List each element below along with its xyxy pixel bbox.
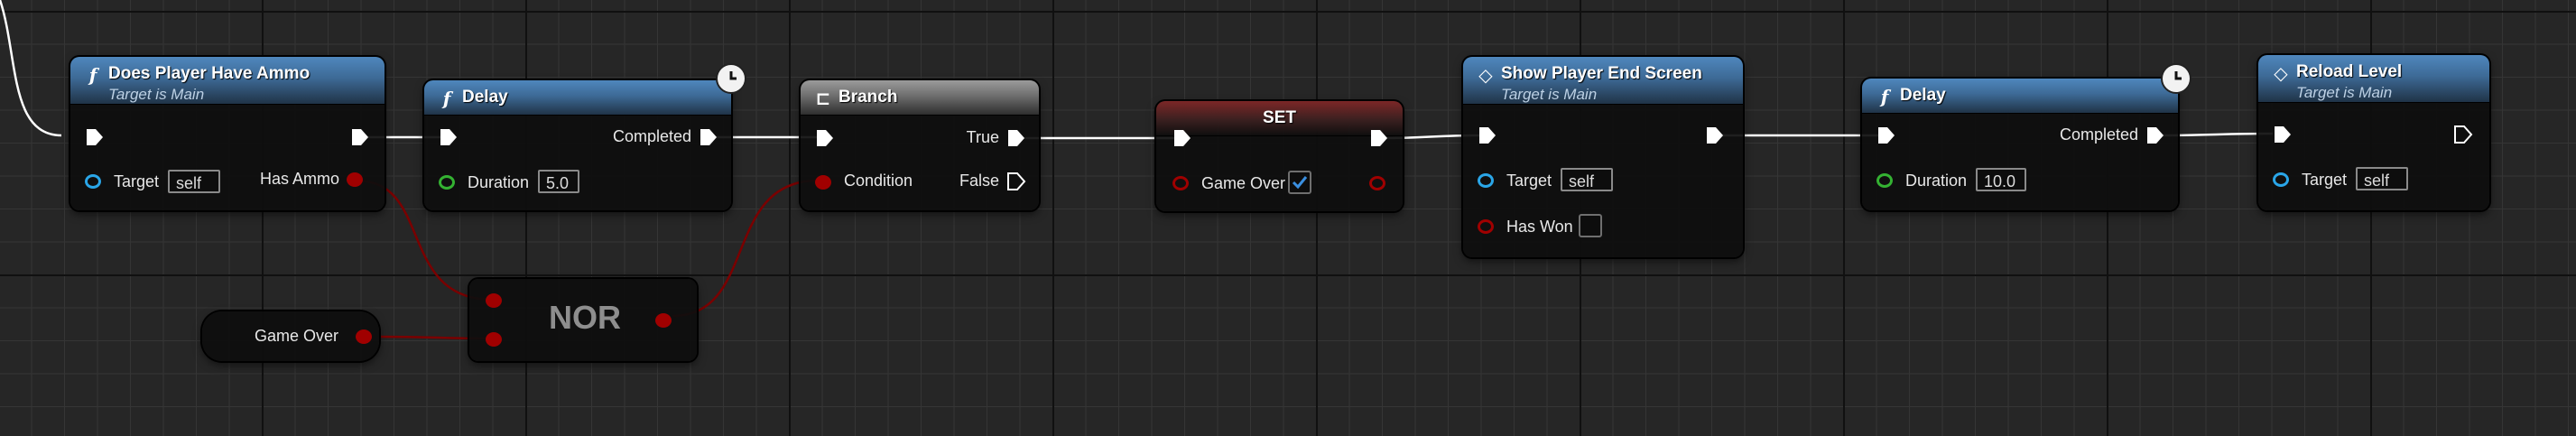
node-subtitle: Target is Main: [108, 86, 205, 103]
node-header: SET: [1156, 101, 1403, 136]
node-title: Reload Level: [2296, 62, 2403, 81]
node-set-game-over[interactable]: SET Game Over: [1156, 101, 1403, 211]
node-title: Delay: [1900, 86, 1946, 105]
completed-label: Completed: [2059, 125, 2138, 144]
exec-input-pin[interactable]: [1876, 125, 1896, 145]
exec-output-pin[interactable]: [1369, 128, 1389, 148]
node-subtitle: Target is Main: [1501, 86, 1598, 103]
target-pin[interactable]: [85, 174, 101, 189]
duration-pin[interactable]: [1876, 173, 1893, 188]
game-over-label: Game Over: [1201, 174, 1286, 192]
node-header: ◇ Reload Level Target is Main: [2258, 55, 2489, 103]
node-branch[interactable]: ⊏ Branch True Condition False: [801, 80, 1039, 210]
condition-label: Condition: [844, 172, 913, 190]
exec-input-pin[interactable]: [815, 128, 835, 148]
node-header: ◇ Show Player End Screen Target is Main: [1463, 57, 1743, 105]
node-title: Delay: [462, 88, 508, 107]
exec-input-pin[interactable]: [1172, 128, 1192, 148]
target-pin[interactable]: [2273, 172, 2289, 187]
node-subtitle: Target is Main: [2296, 84, 2393, 101]
target-field[interactable]: self: [168, 170, 220, 193]
duration-pin[interactable]: [439, 175, 455, 190]
condition-pin[interactable]: [815, 175, 831, 190]
game-over-output-pin[interactable]: [1369, 176, 1385, 190]
exec-false-pin[interactable]: [1006, 172, 1026, 191]
game-over-checkbox[interactable]: [1288, 171, 1311, 194]
node-header: f Does Player Have Ammo Target is Main: [70, 57, 385, 105]
has-won-checkbox[interactable]: [1579, 214, 1602, 237]
exec-input-pin[interactable]: [2273, 125, 2293, 144]
function-icon: f: [442, 88, 451, 109]
exec-completed-pin[interactable]: [699, 127, 718, 147]
node-reload-level[interactable]: ◇ Reload Level Target is Main Target sel…: [2258, 55, 2489, 210]
duration-label: Duration: [468, 173, 530, 191]
nor-title: NOR: [549, 299, 621, 336]
node-title: Show Player End Screen: [1501, 64, 1702, 83]
exec-completed-pin[interactable]: [2145, 125, 2165, 145]
nor-input-a-pin[interactable]: [486, 293, 502, 308]
event-icon: ◇: [1478, 64, 1493, 86]
target-field[interactable]: self: [2356, 167, 2408, 190]
game-over-input-pin[interactable]: [1172, 176, 1189, 190]
target-label: Target: [114, 172, 160, 190]
exec-input-pin[interactable]: [85, 127, 105, 147]
nor-input-b-pin[interactable]: [486, 332, 502, 347]
true-label: True: [966, 128, 999, 146]
node-show-player-end-screen[interactable]: ◇ Show Player End Screen Target is Main …: [1463, 57, 1743, 257]
has-ammo-output-pin[interactable]: [347, 172, 363, 187]
exec-output-pin[interactable]: [350, 127, 370, 147]
exec-wire-incoming: [0, 0, 62, 137]
target-label: Target: [2302, 171, 2348, 189]
function-icon: f: [1880, 86, 1889, 107]
duration-label: Duration: [1905, 172, 1968, 190]
event-icon: ◇: [2274, 62, 2288, 84]
node-does-player-have-ammo[interactable]: f Does Player Have Ammo Target is Main T…: [70, 57, 385, 210]
has-won-label: Has Won: [1506, 218, 1573, 236]
duration-field[interactable]: 5.0: [538, 170, 579, 193]
exec-output-pin[interactable]: [2453, 125, 2473, 144]
node-header: ⊏ Branch: [801, 80, 1039, 116]
node-title: Does Player Have Ammo: [108, 64, 310, 83]
has-won-pin[interactable]: [1478, 219, 1494, 234]
completed-label: Completed: [612, 127, 691, 145]
node-header: f Delay: [424, 80, 731, 116]
game-over-getter-output-pin[interactable]: [356, 329, 372, 344]
function-icon: f: [88, 64, 97, 86]
exec-input-pin[interactable]: [439, 127, 459, 147]
exec-output-pin[interactable]: [1705, 125, 1725, 145]
target-pin[interactable]: [1478, 173, 1494, 188]
branch-icon: ⊏: [815, 88, 831, 109]
false-label: False: [959, 172, 999, 190]
target-field[interactable]: self: [1561, 168, 1613, 191]
node-header: f Delay: [1862, 79, 2178, 114]
node-game-over-getter[interactable]: Game Over: [202, 311, 379, 361]
node-delay-2[interactable]: f Delay Completed Duration 10.0: [1862, 79, 2178, 210]
latent-clock-icon: [716, 63, 746, 94]
has-ammo-label: Has Ammo: [260, 170, 340, 188]
node-title: SET: [1263, 108, 1296, 127]
exec-input-pin[interactable]: [1478, 125, 1497, 145]
target-label: Target: [1506, 172, 1552, 190]
bool-wire-nor-to-condition: [672, 179, 819, 318]
latent-clock-icon: [2161, 63, 2191, 94]
node-nor[interactable]: NOR: [469, 279, 697, 361]
node-delay-1[interactable]: f Delay Completed Duration 5.0: [424, 80, 731, 210]
nor-output-pin[interactable]: [655, 313, 672, 328]
duration-field[interactable]: 10.0: [1976, 168, 2026, 191]
node-title: Branch: [839, 88, 898, 107]
game-over-getter-label: Game Over: [255, 327, 339, 345]
exec-true-pin[interactable]: [1006, 128, 1026, 148]
